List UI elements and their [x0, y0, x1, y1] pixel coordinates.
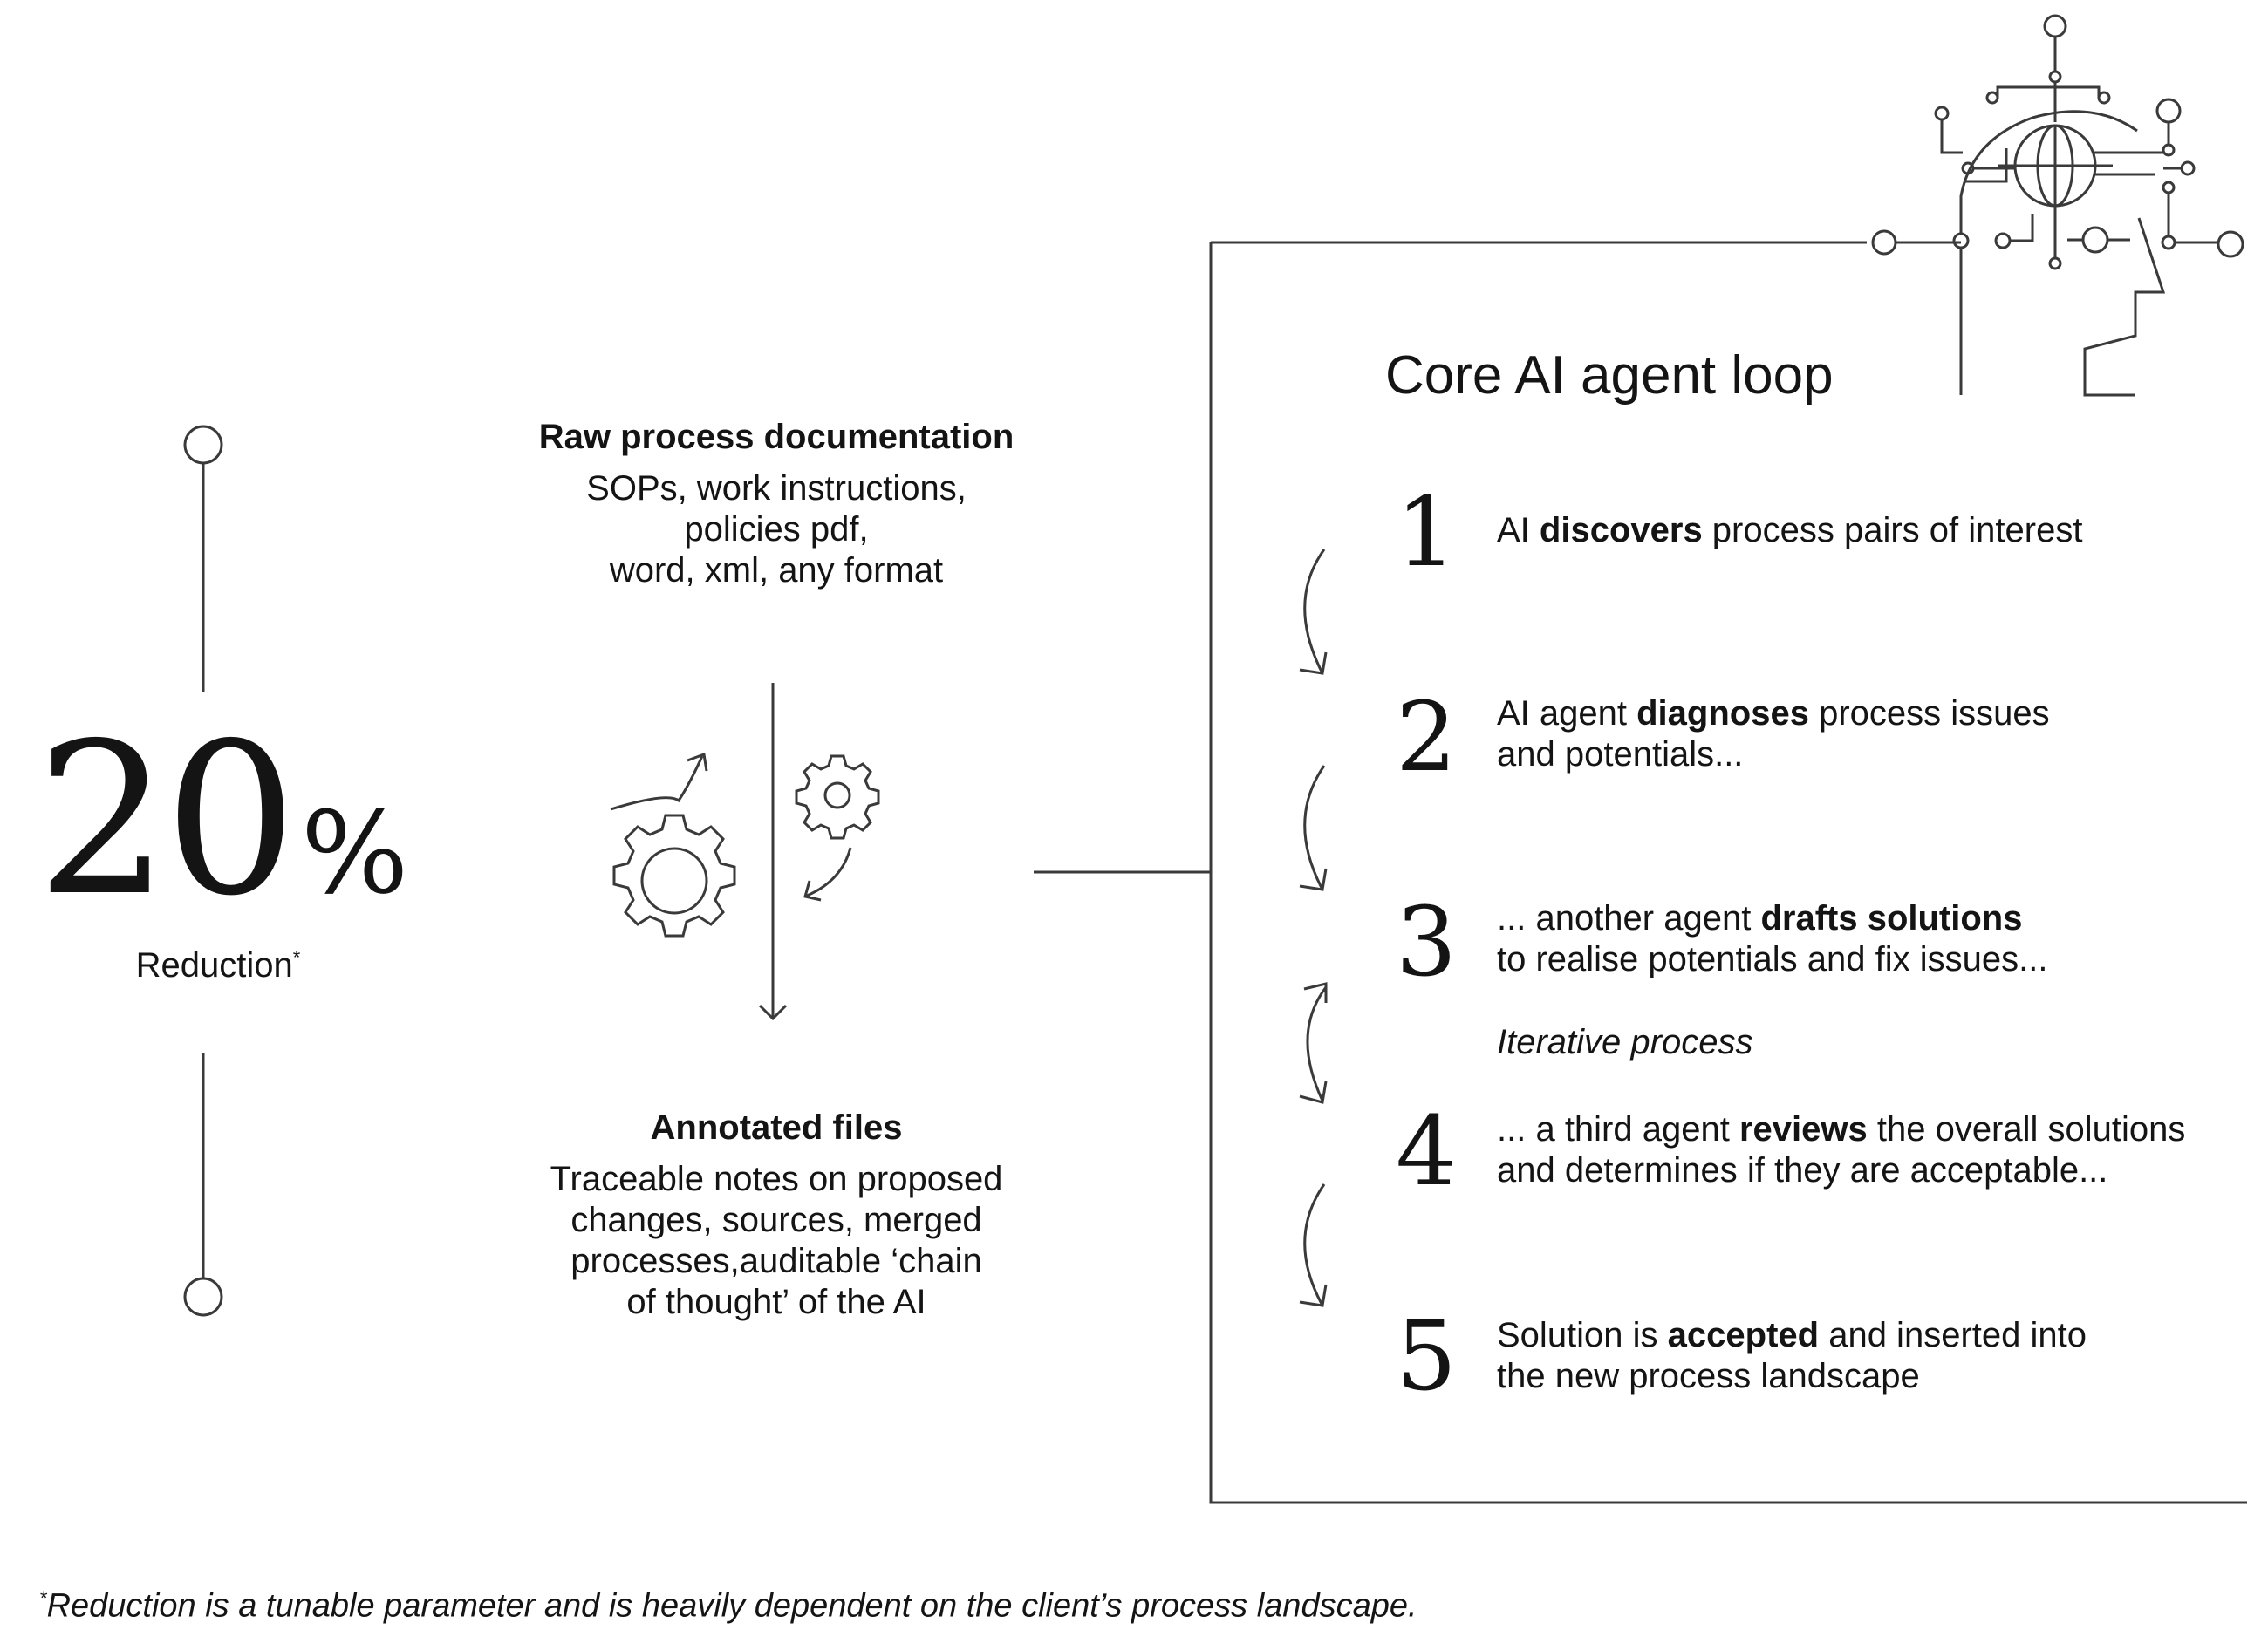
step-text: ... a third agent reviews the overall so…: [1497, 1109, 2185, 1191]
iterative-process-label: Iterative process: [1497, 1023, 1753, 1061]
step-line: Solution is accepted and inserted into: [1497, 1315, 2087, 1356]
timeline-node-icon: [183, 1277, 223, 1317]
loop-arrow-icon: [1299, 982, 1328, 1104]
stat-number: 20: [36, 698, 297, 942]
step-line-2: and potentials...: [1497, 735, 1744, 774]
step-line: ... another agent drafts solutions: [1497, 898, 2047, 939]
footnote: *Reduction is a tunable parameter and is…: [39, 1587, 1418, 1626]
step-line: AI discovers process pairs of interest: [1497, 510, 2082, 551]
step-line: AI agent diagnoses process issues: [1497, 693, 2050, 734]
stat-label: Reduction*: [79, 946, 358, 985]
step-line: ... a third agent reviews the overall so…: [1497, 1109, 2185, 1150]
step-number: 1: [1396, 476, 1457, 588]
input-doc-block: Raw process documentation SOPs, work ins…: [462, 417, 1090, 591]
timeline-node-icon: [183, 425, 223, 465]
stat-marker: *: [292, 946, 301, 969]
output-doc-title: Annotated files: [650, 1108, 903, 1147]
step-text-bold: drafts solutions: [1760, 899, 2023, 938]
step-text-bold: discovers: [1539, 511, 1703, 549]
step-text-post: process pairs of interest: [1702, 511, 2083, 549]
stat-unit: %: [300, 787, 409, 919]
stat-label-text: Reduction: [135, 946, 293, 985]
step-text-post: and inserted into: [1819, 1316, 2087, 1354]
loop-arrow-icon: [1299, 549, 1328, 675]
gears-transform-icon: [610, 752, 880, 938]
step-text-pre: AI: [1497, 511, 1540, 549]
loop-title: Core AI agent loop: [1385, 345, 1834, 406]
step-line-2: the new process landscape: [1497, 1357, 1920, 1395]
footnote-marker: *: [39, 1587, 47, 1609]
step-text: AI agent diagnoses process issues and po…: [1497, 693, 2050, 775]
input-doc-title: Raw process documentation: [538, 418, 1014, 456]
reduction-stat: 20%: [26, 715, 419, 924]
step-line-2: and determines if they are acceptable...: [1497, 1151, 2108, 1190]
step-line-2: to realise potentials and fix issues...: [1497, 940, 2048, 978]
loop-arrow-icon: [1299, 1183, 1328, 1307]
loop-box: [1209, 241, 2247, 1504]
step-number: 2: [1396, 681, 1457, 793]
step-text: Solution is accepted and inserted into t…: [1497, 1315, 2087, 1397]
footnote-text: Reduction is a tunable parameter and is …: [46, 1587, 1418, 1625]
input-doc-text: SOPs, work instructions, policies pdf, w…: [586, 469, 967, 590]
step-text: ... another agent drafts solutions to re…: [1497, 898, 2047, 980]
loop-arrow-icon: [1299, 765, 1328, 891]
step-number: 5: [1396, 1300, 1457, 1412]
step-text-pre: ... a third agent: [1497, 1110, 1739, 1149]
down-arrow-icon: [758, 683, 788, 1021]
step-text-pre: Solution is: [1497, 1316, 1668, 1354]
step-text-pre: AI agent: [1497, 694, 1637, 733]
step-text-pre: ... another agent: [1497, 899, 1761, 938]
step-text-bold: reviews: [1739, 1110, 1868, 1149]
step-text-bold: accepted: [1667, 1316, 1820, 1354]
step-number: 4: [1396, 1095, 1457, 1207]
step-text-post: process issues: [1808, 694, 2050, 733]
ai-head-circuit-icon: [1871, 14, 2244, 397]
step-number: 3: [1396, 886, 1457, 998]
step-text-bold: diagnoses: [1636, 694, 1809, 733]
output-doc-text: Traceable notes on proposed changes, sou…: [550, 1160, 1003, 1321]
step-text-post: the overall solutions: [1867, 1110, 2186, 1149]
step-text: AI discovers process pairs of interest: [1497, 510, 2082, 551]
output-doc-block: Annotated files Traceable notes on propo…: [462, 1108, 1090, 1323]
